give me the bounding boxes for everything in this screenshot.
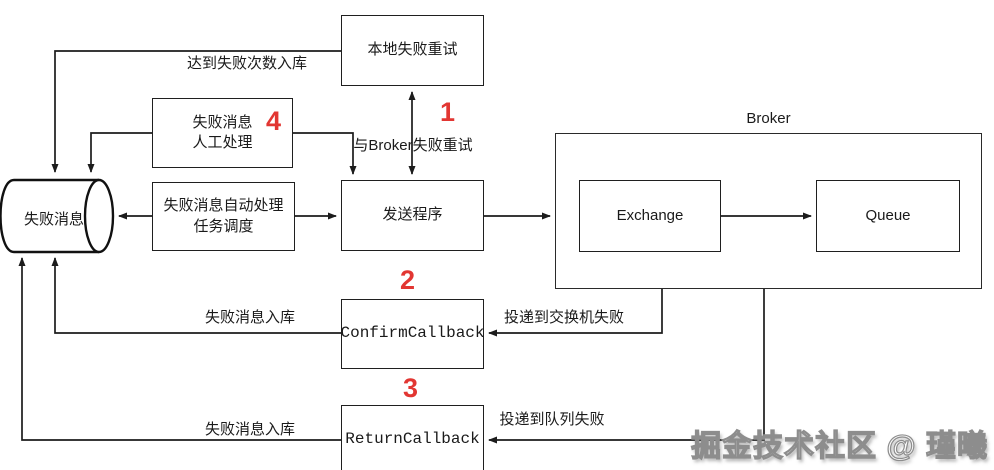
node-auto-handle-label-line1: 失败消息自动处理 [163,197,284,215]
node-return-callback-label: ReturnCallback [345,430,480,449]
node-queue-label: Queue [865,206,911,224]
edge-returncallback-to-store [18,257,341,441]
node-sender-label: 发送程序 [382,206,443,224]
node-broker-label: Broker [746,110,791,127]
edge-label-deliver-queue-fail: 投递到队列失败 [499,411,605,428]
node-confirm-callback: ConfirmCallback [340,299,485,369]
edge-manualhandle-to-store [87,132,152,173]
node-manual-handle-label-line1: 失败消息 [192,113,253,131]
edge-broker-to-returncallback [488,289,765,444]
step-marker-4: 4 [266,106,282,136]
node-return-callback: ReturnCallback [341,405,484,470]
edge-label-fail-msg-store-confirm: 失败消息入库 [204,309,295,326]
node-manual-handle-label-line2: 人工处理 [192,134,253,151]
watermark-text: 掘金技术社区 @ 瑾曦 [690,429,988,463]
node-auto-handle-label-line2: 任务调度 [193,217,254,235]
node-queue: Queue [816,180,960,252]
step-marker-1: 1 [440,97,456,127]
node-local-retry: 本地失败重试 [341,15,484,86]
node-failed-msg-store-label: 失败消息 [23,211,84,228]
edge-label-deliver-exchange-fail: 投递到交换机失败 [503,309,624,326]
edge-label-fail-msg-store-return: 失败消息入库 [204,421,295,438]
edge-manualhandle-to-sender [293,132,357,175]
edge-confirmcallback-to-store [51,257,341,334]
node-exchange-label: Exchange [616,206,684,224]
node-broker-container [555,133,982,289]
node-manual-handle: 失败消息 人工处理 [152,98,293,168]
node-exchange: Exchange [579,180,721,252]
step-marker-2: 2 [400,265,416,295]
node-local-retry-label: 本地失败重试 [367,41,458,59]
edge-label-broker-fail-retry: 与Broker失败重试 [353,137,473,154]
step-marker-3: 3 [403,373,419,403]
edge-label-reach-fail-count: 达到失败次数入库 [186,55,307,72]
node-auto-handle: 失败消息自动处理 任务调度 [152,182,295,251]
edge-localretry-to-store [51,50,341,173]
edge-broker-to-confirmcallback [488,289,663,337]
node-confirm-callback-label: ConfirmCallback [340,324,485,343]
database-cylinder-icon [0,178,115,254]
node-sender: 发送程序 [341,180,484,251]
